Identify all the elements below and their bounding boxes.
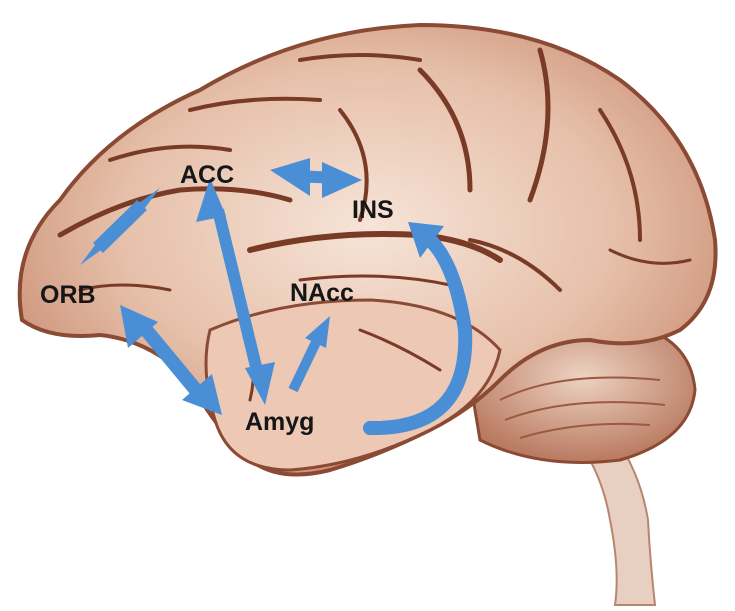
label-amyg: Amyg bbox=[245, 410, 314, 435]
label-orb: ORB bbox=[40, 283, 96, 308]
label-ins: INS bbox=[352, 198, 394, 223]
label-acc: ACC bbox=[180, 163, 234, 188]
label-nacc: NAcc bbox=[290, 281, 354, 306]
